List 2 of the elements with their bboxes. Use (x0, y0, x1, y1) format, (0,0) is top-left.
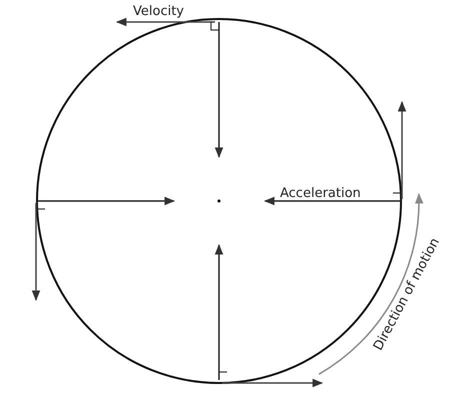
label-text: Velocity (133, 4, 184, 19)
label-text: Acceleration (280, 186, 361, 201)
